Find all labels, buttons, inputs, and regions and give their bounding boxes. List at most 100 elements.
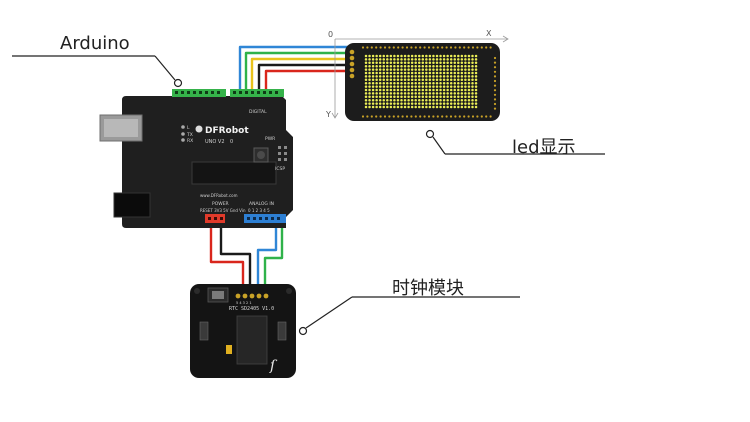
led-dot bbox=[364, 54, 368, 58]
led-dot bbox=[382, 61, 385, 65]
led-dot bbox=[425, 81, 428, 85]
rtc-mount-hole-left bbox=[194, 288, 200, 294]
led-dot bbox=[467, 92, 471, 95]
led-dot bbox=[428, 88, 432, 92]
led-dot bbox=[449, 95, 453, 99]
led-dot bbox=[418, 54, 421, 58]
led-dot bbox=[464, 58, 467, 61]
bottom-header-pins bbox=[208, 217, 223, 220]
led-dot bbox=[435, 88, 439, 92]
led-dot bbox=[418, 64, 421, 68]
led-border-pad bbox=[366, 115, 369, 118]
led-dot bbox=[403, 78, 407, 82]
led-dot bbox=[382, 102, 385, 105]
led-dot bbox=[453, 105, 456, 109]
led-border-pad bbox=[489, 115, 492, 118]
led-dot bbox=[400, 61, 403, 65]
led-dot bbox=[382, 71, 385, 75]
led-border-pad bbox=[375, 46, 378, 49]
led-dot bbox=[407, 95, 410, 99]
led-dot bbox=[460, 78, 464, 82]
led-dot bbox=[439, 102, 442, 105]
led-dot bbox=[407, 75, 410, 78]
led-dot bbox=[425, 68, 428, 71]
led-dot bbox=[375, 95, 378, 99]
led-dot bbox=[474, 105, 478, 109]
led-dot bbox=[467, 75, 471, 78]
led-border-pad bbox=[370, 46, 373, 49]
led-dot bbox=[464, 98, 467, 102]
wire-yellow-led bbox=[250, 57, 352, 95]
led-dot bbox=[474, 98, 478, 102]
led-dot bbox=[460, 88, 464, 92]
led-dot bbox=[410, 68, 414, 71]
led-dot bbox=[432, 78, 435, 82]
led-dot bbox=[375, 102, 378, 105]
led-dot bbox=[410, 78, 414, 82]
led-dot bbox=[474, 64, 478, 68]
led-dot bbox=[460, 61, 464, 65]
led-border-pad bbox=[489, 46, 492, 49]
led-dot bbox=[364, 92, 368, 95]
led-dot bbox=[464, 81, 467, 85]
led-dot bbox=[467, 58, 471, 61]
led-dot bbox=[432, 98, 435, 102]
led-dot bbox=[418, 71, 421, 75]
led-dot bbox=[425, 105, 428, 109]
led-dot bbox=[386, 68, 389, 71]
led-dot bbox=[393, 58, 396, 61]
led-dot bbox=[378, 102, 382, 105]
led-dot bbox=[474, 88, 478, 92]
led-dot bbox=[453, 71, 456, 75]
led-border-pad bbox=[441, 46, 444, 49]
led-dot bbox=[386, 58, 389, 61]
led-dot bbox=[435, 81, 439, 85]
led-dot bbox=[371, 102, 375, 105]
led-dot bbox=[407, 88, 410, 92]
led-dot bbox=[446, 68, 449, 71]
led-dot bbox=[467, 54, 471, 58]
led-dot bbox=[393, 98, 396, 102]
led-dot bbox=[428, 64, 432, 68]
led-dot bbox=[442, 78, 446, 82]
led-dot bbox=[460, 105, 464, 109]
analog-pins-label: 0 1 2 3 4 5 bbox=[248, 208, 270, 213]
led-dot bbox=[410, 54, 414, 58]
led-dot bbox=[432, 64, 435, 68]
led-border-pad bbox=[427, 115, 431, 118]
led-dot bbox=[439, 64, 442, 68]
rtc-right-header bbox=[277, 321, 287, 341]
led-dot bbox=[378, 61, 382, 65]
led-dot bbox=[471, 71, 474, 75]
led-dot bbox=[364, 102, 368, 105]
led-dot bbox=[396, 78, 400, 82]
led-dot bbox=[471, 102, 474, 105]
led-dot bbox=[449, 88, 453, 92]
led-dot bbox=[375, 81, 378, 85]
led-border-pad bbox=[493, 61, 497, 64]
led-dot bbox=[449, 68, 453, 71]
led-dot bbox=[474, 78, 478, 82]
led-dot bbox=[464, 75, 467, 78]
led-dot bbox=[414, 71, 417, 75]
led-dot bbox=[410, 92, 414, 95]
rtc-mount-hole-right bbox=[286, 288, 292, 294]
rtc-chip bbox=[236, 315, 268, 365]
led-dot bbox=[439, 92, 442, 95]
led-dot bbox=[421, 71, 425, 75]
wire-green-led bbox=[244, 51, 352, 95]
led-dot bbox=[371, 54, 375, 58]
led-dot bbox=[421, 68, 425, 71]
led-dot bbox=[457, 92, 460, 95]
led-border-pad bbox=[383, 46, 387, 49]
axis-origin-label: 0 bbox=[328, 30, 333, 39]
led-dot bbox=[474, 81, 478, 85]
wire-black-led bbox=[257, 63, 352, 95]
led-dot bbox=[400, 102, 403, 105]
led-border-pad bbox=[493, 79, 497, 83]
led-dot bbox=[446, 88, 449, 92]
led-dot bbox=[439, 88, 442, 92]
led-dot bbox=[439, 95, 442, 99]
rtc-battery bbox=[212, 291, 224, 299]
arduino-board: DIGITAL L TX RX DFRobot UNO V2 0 PWR ICS… bbox=[99, 89, 293, 228]
